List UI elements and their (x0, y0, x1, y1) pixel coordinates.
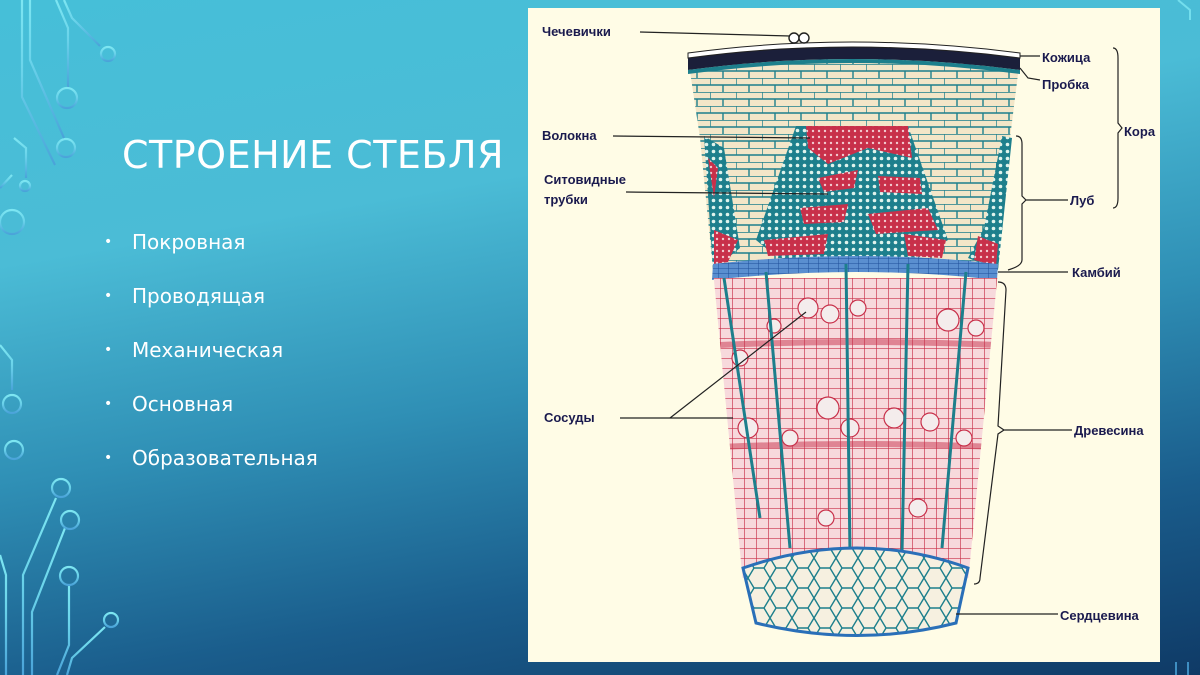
bullet-icon: • (104, 396, 113, 412)
circuit-decoration-icon (0, 0, 120, 675)
bullet-icon: • (104, 342, 113, 358)
bullet-icon: • (104, 234, 113, 250)
label-lenticels: Чечевички (542, 24, 611, 39)
label-wood: Древесина (1074, 423, 1144, 438)
bullet-item: •Механическая (104, 338, 284, 362)
label-phloem: Луб (1070, 193, 1095, 208)
label-cork: Пробка (1042, 77, 1089, 92)
stem-diagram-illustration (612, 31, 1123, 637)
bullet-item: •Покровная (104, 230, 246, 254)
label-sieve-tubes-line2: трубки (544, 192, 588, 207)
label-bark: Кора (1124, 124, 1156, 139)
bullet-icon: • (104, 288, 113, 304)
bullet-item: •Основная (104, 392, 234, 416)
circuit-decoration-right-icon (1175, 0, 1191, 675)
slide-title: СТРОЕНИЕ СТЕБЛЯ (122, 133, 504, 178)
label-fibers: Волокна (542, 128, 597, 143)
bullet-item: •Проводящая (104, 284, 265, 308)
bullet-list: •Покровная •Проводящая •Механическая •Ос… (104, 228, 318, 498)
bullet-icon: • (104, 450, 113, 466)
label-pith: Сердцевина (1060, 608, 1139, 623)
label-sieve-tubes-line1: Ситовидные (544, 172, 626, 187)
label-cambium: Камбий (1072, 265, 1121, 280)
label-epidermis: Кожица (1042, 50, 1091, 65)
label-vessels: Сосуды (544, 410, 595, 425)
stem-cross-section-figure: Чечевички Волокна Ситовидные трубки Сосу… (528, 8, 1160, 662)
bullet-item: •Образовательная (104, 446, 318, 470)
